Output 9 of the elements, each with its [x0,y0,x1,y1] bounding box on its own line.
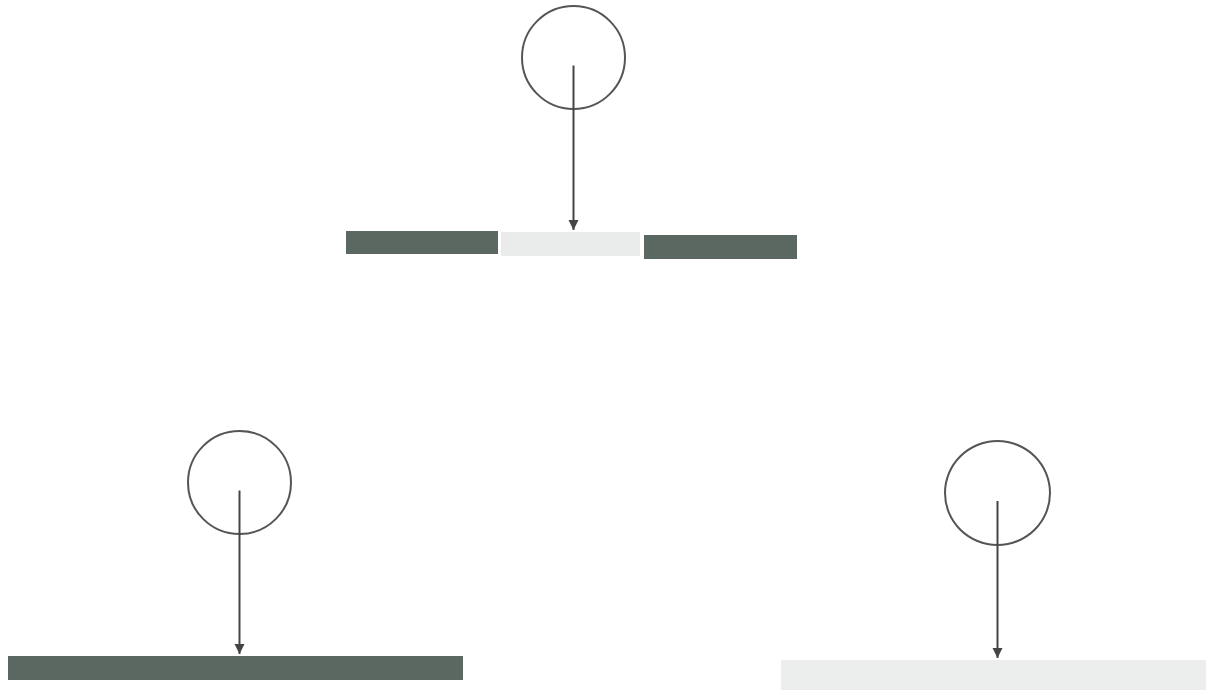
arrow [992,500,1003,659]
bar [644,235,797,259]
circle [944,440,1051,546]
bar [346,231,498,254]
bar [8,656,463,680]
circle [187,430,292,535]
circle [521,5,626,110]
arrow [568,64,579,231]
arrow [234,489,245,655]
